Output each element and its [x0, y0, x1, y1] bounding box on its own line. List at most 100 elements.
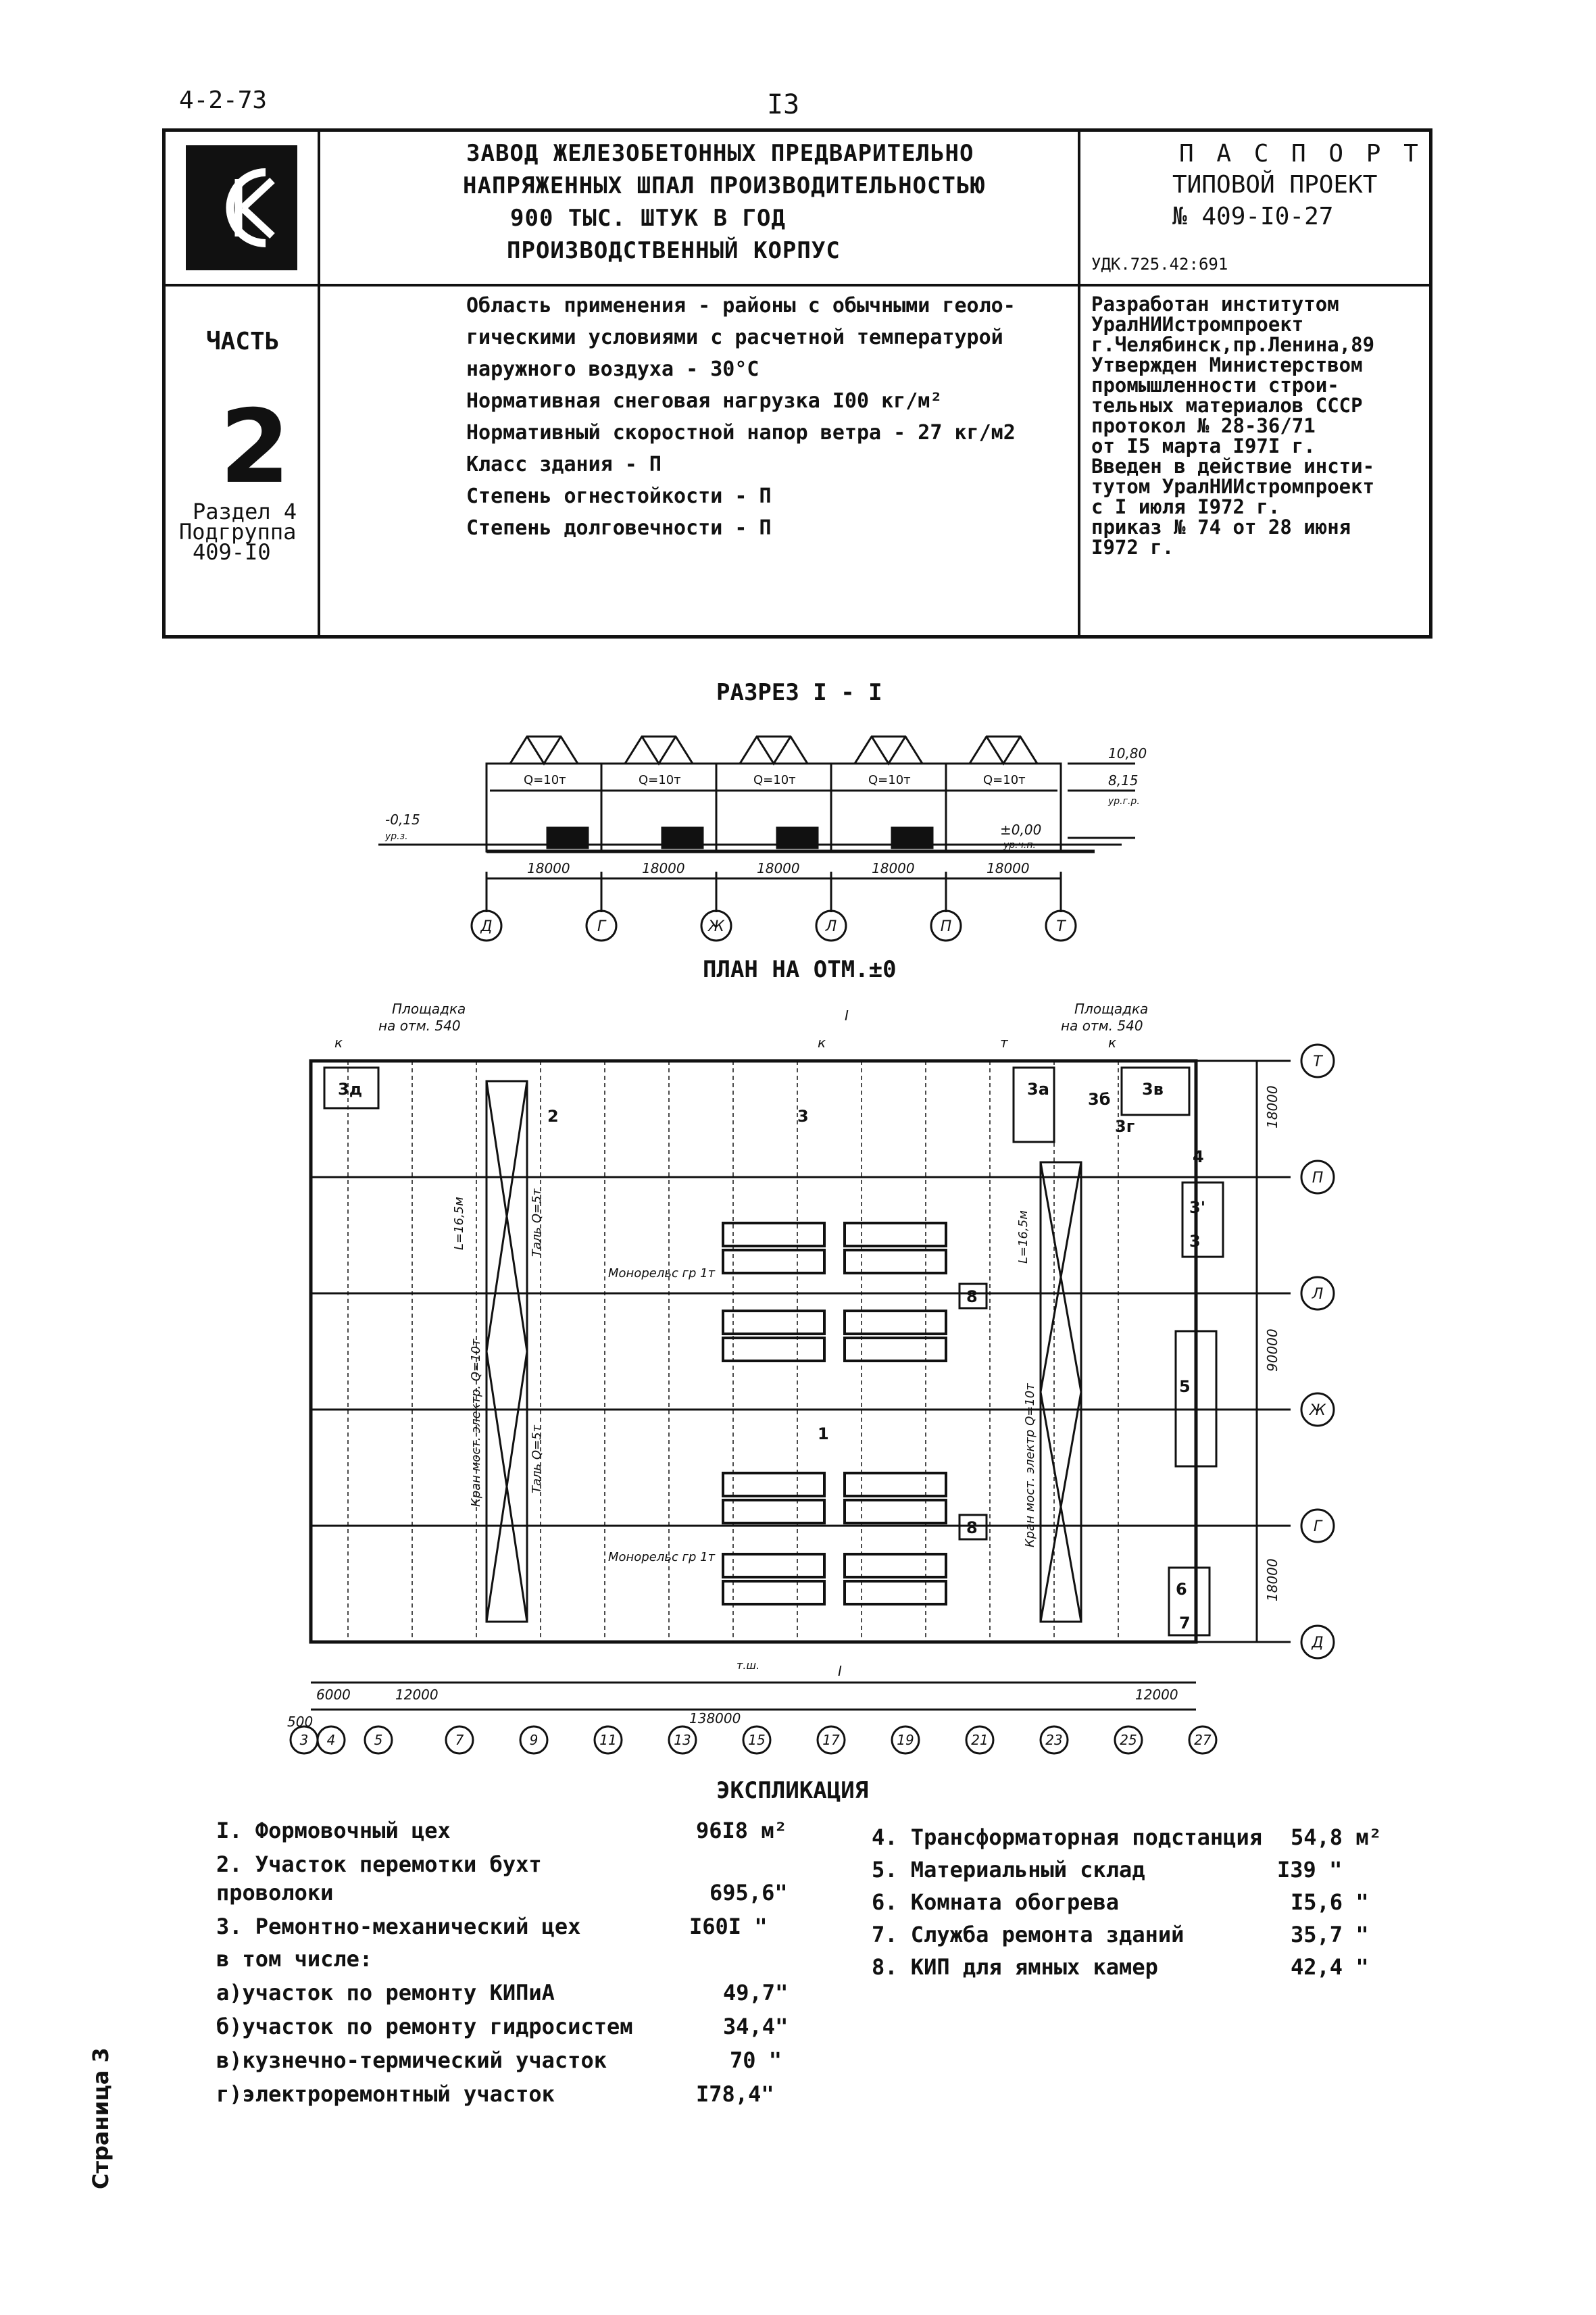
- explication-left-value-8: 70 ": [730, 2047, 782, 2073]
- passport-header-table: ЗАВОД ЖЕЛЕЗОБЕТОННЫХ ПРЕДВАРИТЕЛЬНО НАПР…: [162, 128, 1432, 639]
- span-dim-1: 18000: [527, 860, 570, 876]
- section-mark-top: I: [845, 1007, 849, 1024]
- section-mark-k-1: к: [334, 1035, 343, 1051]
- explication-left-value-1: 96I8 м²: [696, 1818, 787, 1843]
- developer-line-11: с I июля I972 г.: [1091, 495, 1280, 518]
- span-note-right: L=16,5м: [1016, 1210, 1030, 1264]
- plan-title: ПЛАН НА ОТМ.±0: [703, 956, 897, 983]
- plan-axis-right-2: П: [1312, 1170, 1324, 1187]
- project-title-line-4: ПРОИЗВОДСТВЕННЫЙ КОРПУС: [507, 237, 841, 264]
- room-label-2: 2: [547, 1107, 559, 1126]
- room-label-8-upper: 8: [966, 1287, 978, 1306]
- explication-title: ЭКСПЛИКАЦИЯ: [716, 1777, 869, 1804]
- explication-right-value-2: I39 ": [1277, 1857, 1343, 1883]
- plan-dim-right-mid: 90000: [1264, 1328, 1280, 1372]
- developer-line-2: УралНИИстромпроект: [1091, 313, 1304, 336]
- plan-axis-bottom-8: 15: [748, 1732, 765, 1748]
- explication-right-value-4: 35,7 ": [1291, 1922, 1369, 1947]
- crane-label-2: Q=10т: [639, 773, 681, 787]
- room-label-3b: 3б: [1088, 1090, 1110, 1109]
- plan-axis-right-5: Г: [1314, 1518, 1323, 1535]
- project-title-line-3: 900 ТЫС. ШТУК В ГОД: [510, 205, 786, 232]
- plan-axis-bottom-2: 4: [327, 1732, 336, 1748]
- spec-line-4: Нормативная снеговая нагрузка I00 кг/м²: [466, 389, 943, 413]
- project-number: № 409-I0-27: [1172, 203, 1334, 230]
- explication-right-label-3: 6. Комната обогрева: [872, 1889, 1120, 1915]
- section-title: РАЗРЕЗ I - I: [716, 679, 882, 706]
- plan-axis-bottom-14: 27: [1194, 1732, 1212, 1748]
- plan-axis-right-1: Т: [1313, 1053, 1323, 1070]
- room-label-5: 5: [1179, 1377, 1191, 1396]
- explication-left-value-7: 34,4": [723, 2014, 789, 2039]
- plan-axis-right-6: Д: [1311, 1635, 1323, 1651]
- plan-dim-500: 500: [287, 1714, 313, 1730]
- developer-line-5: промышленности строи-: [1091, 374, 1339, 397]
- explication-right-label-2: 5. Материальный склад: [872, 1857, 1145, 1883]
- elevation-floor: ±0,00: [1000, 822, 1041, 838]
- project-title-line-1: ЗАВОД ЖЕЛЕЗОБЕТОННЫХ ПРЕДВАРИТЕЛЬНО: [466, 140, 974, 167]
- platform-left-elev: на отм. 540: [378, 1018, 461, 1034]
- plan-axis-bottom-12: 23: [1045, 1732, 1062, 1748]
- section-axis-3: Ж: [707, 918, 725, 935]
- explication-left-label-9: г)электроремонтный участок: [216, 2081, 555, 2107]
- developer-line-12: приказ № 74 от 28 июня: [1091, 516, 1351, 539]
- span-note-left: L=16,5м: [452, 1197, 466, 1250]
- section-line-2: Подгруппа: [179, 519, 297, 545]
- spec-line-1: Область применения - районы с обычными г…: [466, 294, 1016, 318]
- developer-line-8: от I5 марта I97I г.: [1091, 434, 1316, 457]
- developer-line-7: протокол № 28-36/71: [1091, 414, 1316, 437]
- span-dim-4: 18000: [872, 860, 915, 876]
- elevation-crane-note: ур.г.р.: [1107, 796, 1140, 807]
- elevation-ground-note: ур.з.: [384, 831, 408, 842]
- explication-left-value-4: I60I ": [689, 1914, 768, 1939]
- crane-note-right: Кран мост. электр Q=10т: [1023, 1383, 1037, 1547]
- developer-line-4: Утвержден Министерством: [1091, 353, 1363, 376]
- crane-label-3: Q=10т: [753, 773, 796, 787]
- plan-axis-bottom-10: 19: [897, 1732, 914, 1748]
- plan-axis-bottom-7: 13: [674, 1732, 691, 1748]
- room-label-3v: 3в: [1142, 1080, 1164, 1099]
- section-line-3: 409-I0: [193, 539, 271, 565]
- room-label-3d: 3д: [338, 1080, 362, 1099]
- elevation-floor-note: ур.ч.п.: [1003, 840, 1036, 851]
- developer-line-13: I972 г.: [1091, 536, 1174, 559]
- span-dim-3: 18000: [757, 860, 800, 876]
- room-label-3g: 3г: [1115, 1117, 1134, 1136]
- spec-line-2: гическими условиями с расчетной температ…: [466, 326, 1003, 349]
- spec-line-6: Класс здания - П: [466, 453, 662, 476]
- hoist-note-left-lower: Таль Q=5т: [530, 1424, 544, 1493]
- spec-line-3: наружного воздуха - 30°С: [466, 357, 759, 381]
- plan-dim-12000-right: 12000: [1135, 1687, 1178, 1703]
- section-axis-1: Д: [480, 918, 492, 935]
- document-code: 4-2-73: [179, 86, 268, 114]
- standard-project-label: ТИПОВОЙ ПРОЕКТ: [1172, 171, 1378, 199]
- spec-line-5: Нормативный скоростной напор ветра - 27 …: [466, 421, 1016, 445]
- plan-dim-right-bottom: 18000: [1264, 1558, 1280, 1601]
- side-page-note-text: Страница 3: [88, 2047, 114, 2189]
- room-label-8-lower: 8: [966, 1518, 978, 1537]
- developer-line-1: Разработан институтом: [1091, 293, 1339, 316]
- developer-line-9: Введен в действие инсти-: [1091, 455, 1375, 478]
- room-label-3: 3: [797, 1107, 809, 1126]
- section-mark-k-3: к: [1108, 1035, 1116, 1051]
- elevation-crane: 8,15: [1108, 772, 1139, 789]
- plan-dim-12000-left: 12000: [395, 1687, 439, 1703]
- explication-right-label-4: 7. Служба ремонта зданий: [872, 1922, 1184, 1947]
- crane-label-1: Q=10т: [524, 773, 566, 787]
- plan-axis-bottom-3: 5: [374, 1732, 383, 1748]
- plan-axis-bottom-1: 3: [300, 1732, 309, 1748]
- plan-dim-6000: 6000: [316, 1687, 351, 1703]
- explication-right-value-3: I5,6 ": [1291, 1889, 1369, 1915]
- developer-line-6: тельных материалов СССР: [1091, 394, 1363, 417]
- explication-left-value-3: 695,6": [709, 1880, 788, 1906]
- side-page-note: Страница 3: [88, 2047, 114, 2189]
- span-dim-2: 18000: [642, 860, 685, 876]
- explication-right-label-1: 4. Трансформаторная подстанция: [872, 1824, 1262, 1850]
- developer-line-10: тутом УралНИИстромпроект: [1091, 475, 1375, 498]
- explication-left-label-7: б)участок по ремонту гидросистем: [216, 2014, 633, 2039]
- explication-left-label-4: 3. Ремонтно-механический цех: [216, 1914, 581, 1939]
- floor-plan-drawing: Площадка на отм. 540 Площадка на отм. 54…: [287, 1001, 1335, 1755]
- room-label-3-prime: 3': [1189, 1198, 1205, 1217]
- explication-left-label-3: проволоки: [216, 1880, 334, 1906]
- elevation-top: 10,80: [1108, 745, 1147, 762]
